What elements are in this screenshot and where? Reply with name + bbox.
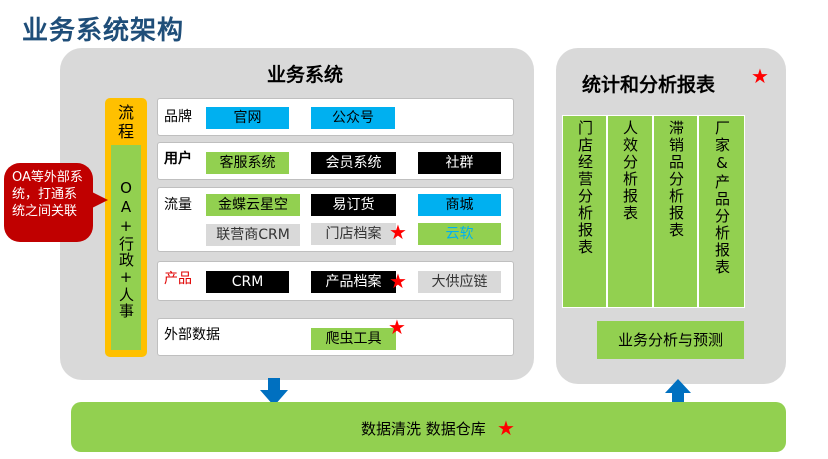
stat-column-slow-moving-label: 滞销品分析报表 — [667, 120, 685, 239]
star-icon: ★ — [497, 416, 515, 440]
tag-customer-service: 客服系统 — [206, 152, 289, 174]
tag-product-archive: 产品档案 — [311, 271, 396, 293]
oa-callout: OA等外部系统，打通系统之间关联 — [4, 163, 93, 242]
flow-text: OA+行政+人事 — [117, 179, 135, 319]
flow-title: 流程 — [117, 103, 134, 141]
star-icon: ★ — [389, 269, 407, 293]
flow-inner — [111, 145, 141, 350]
business-system-title: 业务系统 — [267, 64, 344, 86]
callout-pointer — [86, 189, 108, 211]
row-user-label: 用户 — [164, 151, 192, 167]
row-brand — [157, 98, 514, 136]
tag-crawler-tool: 爬虫工具 — [311, 328, 396, 350]
row-traffic-label: 流量 — [164, 197, 192, 213]
tag-order-system: 易订货 — [311, 194, 396, 216]
tag-official-site: 官网 — [206, 107, 289, 129]
tag-mall: 商城 — [418, 194, 501, 216]
data-warehouse-label: 数据清洗 数据仓库 — [361, 420, 486, 438]
tag-partner-crm: 联营商CRM — [206, 224, 300, 246]
stat-column-efficiency — [607, 115, 653, 308]
tag-kingdee: 金蝶云星空 — [206, 194, 300, 216]
tag-store-archive: 门店档案 — [311, 223, 396, 245]
data-warehouse-bar — [71, 402, 786, 452]
tag-crm: CRM — [206, 271, 289, 293]
tag-official-account: 公众号 — [311, 107, 395, 129]
stat-column-efficiency-label: 人效分析报表 — [621, 120, 639, 222]
row-external-label: 外部数据 — [164, 327, 220, 343]
page-title: 业务系统架构 — [22, 16, 185, 46]
stat-column-vendor-product — [698, 115, 745, 308]
stat-column-store-label: 门店经营分析报表 — [576, 120, 594, 256]
stat-column-store — [562, 115, 607, 308]
up-arrow-icon — [665, 379, 691, 405]
row-product-label: 产品 — [164, 271, 192, 287]
row-brand-label: 品牌 — [164, 109, 192, 125]
stats-title: 统计和分析报表 — [582, 74, 716, 96]
tag-yunruan: 云软 — [418, 223, 501, 245]
star-icon: ★ — [388, 315, 406, 339]
star-icon: ★ — [751, 64, 769, 88]
stat-column-vendor-product-label: 厂家&产品分析报表 — [713, 120, 731, 276]
down-arrow-icon — [260, 378, 288, 406]
tag-member-system: 会员系统 — [311, 152, 396, 174]
star-icon: ★ — [389, 220, 407, 244]
forecast-box: 业务分析与预测 — [597, 321, 744, 359]
stat-column-slow-moving — [653, 115, 698, 308]
tag-community: 社群 — [418, 152, 501, 174]
tag-supply-chain: 大供应链 — [418, 271, 501, 293]
